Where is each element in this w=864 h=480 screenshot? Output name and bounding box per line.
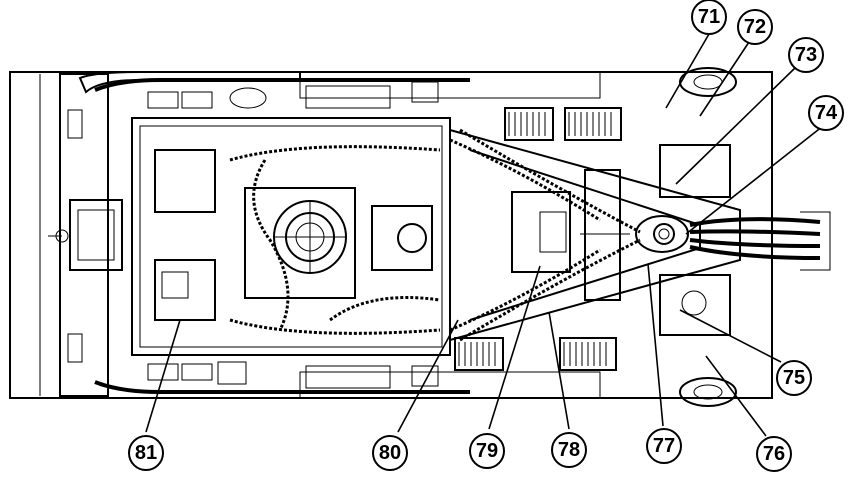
- leader-79: [488, 265, 541, 430]
- leader-72: [699, 41, 750, 117]
- leader-81: [145, 319, 181, 433]
- callout-76-label: 76: [763, 443, 785, 465]
- callout-78: 78: [551, 432, 587, 468]
- callout-77-label: 77: [653, 435, 675, 457]
- spring-assemblies: [454, 67, 737, 407]
- callout-74: 74: [808, 95, 844, 131]
- callout-73: 73: [788, 37, 824, 73]
- stowage-items: [147, 81, 439, 389]
- callout-76: 76: [756, 436, 792, 472]
- callout-72: 72: [737, 9, 773, 45]
- callout-74-label: 74: [815, 102, 838, 124]
- leader-78: [548, 311, 570, 430]
- callout-81: 81: [128, 435, 164, 471]
- callout-77: 77: [646, 428, 682, 464]
- leader-75: [679, 309, 782, 363]
- callout-71-label: 71: [698, 6, 720, 28]
- leader-74: [685, 125, 824, 235]
- leader-73: [675, 67, 796, 185]
- callout-72-label: 72: [744, 16, 766, 38]
- callout-81-label: 81: [135, 442, 157, 464]
- a-frame-boom: [449, 128, 831, 342]
- leader-71: [665, 33, 710, 109]
- leader-77: [647, 263, 664, 427]
- hull-outline: [9, 71, 773, 399]
- callout-79-label: 79: [476, 440, 498, 462]
- leader-lines: [145, 33, 824, 437]
- callout-71: 71: [691, 0, 727, 35]
- left-equipment: [48, 109, 123, 363]
- callout-75-label: 75: [783, 367, 805, 389]
- leader-76: [705, 355, 767, 437]
- callout-75: 75: [776, 360, 812, 396]
- callout-73-label: 73: [795, 44, 817, 66]
- callout-80: 80: [372, 435, 408, 471]
- callout-79: 79: [469, 433, 505, 469]
- callout-80-label: 80: [379, 442, 401, 464]
- main-deck: [131, 117, 451, 356]
- leader-80: [397, 319, 459, 433]
- callout-78-label: 78: [558, 439, 580, 461]
